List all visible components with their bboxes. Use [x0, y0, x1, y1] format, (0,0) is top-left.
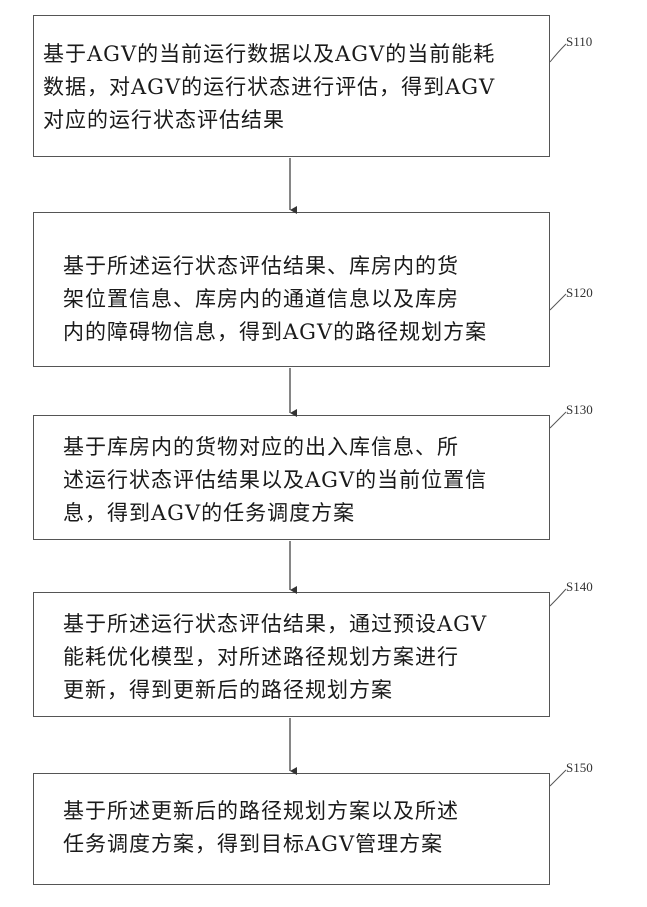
leader-s140 — [550, 589, 566, 606]
leader-s130 — [550, 412, 566, 428]
leader-s150 — [550, 770, 566, 786]
leader-s110 — [550, 44, 566, 62]
leader-s120 — [550, 294, 566, 310]
